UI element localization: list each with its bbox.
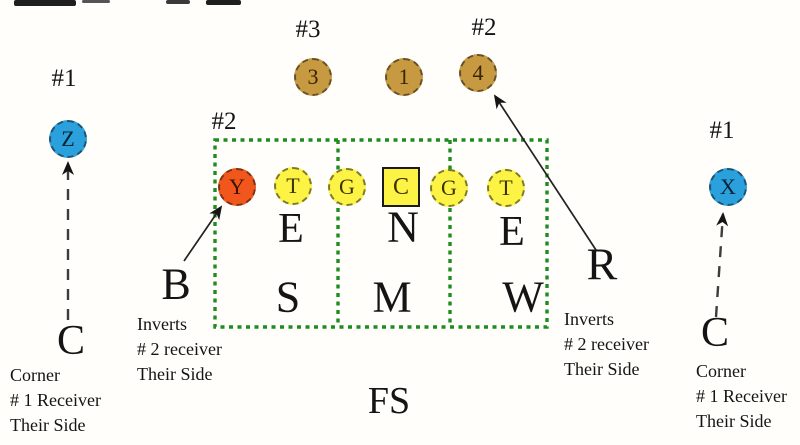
note-line: # 1 Receiver (10, 390, 101, 410)
note-line: # 2 receiver (564, 334, 649, 354)
note-line: Corner (10, 365, 60, 385)
offense-tackle-right: T (487, 169, 525, 207)
note-line: Their Side (10, 415, 86, 435)
offense-tackle-left: T (274, 167, 312, 205)
defense-r-overhang: R (586, 238, 618, 290)
note-line: Their Side (137, 364, 213, 384)
offense-back-4: 4 (459, 54, 497, 92)
receiver-x-label: X (720, 174, 736, 199)
offense-receiver-z: Z (49, 120, 87, 158)
hash-label-backfield-left: #3 (295, 16, 321, 43)
tight-end-y-label: Y (229, 174, 245, 199)
hash-label-left-receiver: #1 (51, 65, 77, 92)
defense-corner-right: C (700, 310, 730, 356)
defense-end-right: E (499, 209, 525, 255)
tackle-right-label: T (499, 175, 513, 200)
offense-back-4-label: 4 (472, 60, 484, 85)
note-line: Their Side (696, 411, 772, 431)
center-label: C (392, 173, 409, 200)
linebacker-sam: S (275, 272, 301, 322)
defense-free-safety: FS (367, 380, 411, 422)
defense-corner-left: C (56, 318, 86, 364)
linebacker-mike: M (372, 272, 412, 322)
note-line: Inverts (137, 314, 187, 334)
offense-back-3: 3 (294, 58, 332, 96)
note-line: Inverts (564, 309, 614, 329)
offense-center: C (382, 167, 420, 207)
b-to-y-arrow (183, 205, 223, 262)
hash-label-tight-end: #2 (211, 108, 237, 135)
cropped-text-mark (82, 0, 110, 3)
offense-guard-left: G (328, 168, 366, 206)
note-invert-left: Inverts # 2 receiver Their Side (137, 312, 222, 387)
offense-back-1: 1 (385, 58, 423, 96)
note-line: # 2 receiver (137, 339, 222, 359)
defense-end-left: E (278, 206, 304, 252)
tackle-left-label: T (286, 173, 300, 198)
hash-label-right-receiver: #1 (709, 117, 735, 144)
note-corner-left: Corner # 1 Receiver Their Side (10, 363, 101, 438)
offense-back-3-label: 3 (307, 64, 319, 89)
coverage-zone-box (213, 138, 549, 329)
cropped-text-mark (166, 0, 190, 4)
note-line: Corner (696, 361, 746, 381)
offense-receiver-x: X (709, 168, 747, 206)
linebacker-will: W (502, 272, 544, 322)
note-line: # 1 Receiver (696, 386, 787, 406)
note-line: Their Side (564, 359, 640, 379)
offense-back-1-label: 1 (398, 64, 410, 89)
defense-nose: N (387, 202, 419, 252)
offense-tight-end-y: Y (218, 168, 256, 206)
defense-b-overhang: B (161, 259, 191, 309)
cropped-text-mark (14, 0, 76, 6)
r-to-back4-arrow (493, 94, 597, 251)
receiver-z-label: Z (61, 126, 75, 151)
offense-guard-right: G (430, 169, 468, 207)
guard-left-label: G (339, 174, 355, 199)
note-corner-right: Corner # 1 Receiver Their Side (696, 359, 787, 434)
note-invert-right: Inverts # 2 receiver Their Side (564, 307, 649, 382)
corner-right-to-x-arrow (714, 212, 729, 318)
cropped-text-mark (206, 0, 241, 5)
guard-right-label: G (441, 175, 457, 200)
hash-label-backfield-right: #2 (471, 14, 497, 41)
